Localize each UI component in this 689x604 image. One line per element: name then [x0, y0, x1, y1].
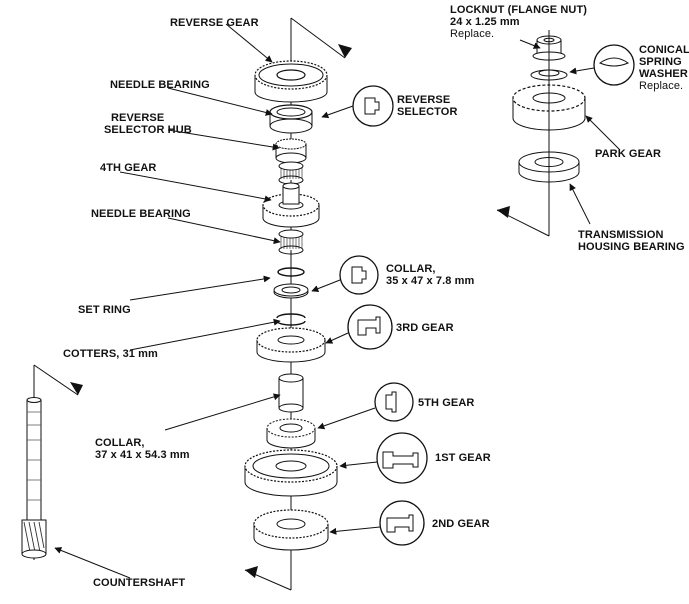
transmission-bearing-label-1: TRANSMISSION [578, 229, 664, 241]
third-gear-part [256, 327, 326, 363]
third-gear-detail-circle [347, 304, 393, 350]
right-axis-arrow-head [497, 206, 510, 218]
reverse-selector-part [269, 104, 313, 134]
countershaft-label: COUNTERSHAFT [93, 577, 186, 589]
reverse-selector-label-1: REVERSE [397, 94, 451, 106]
collar-long-part [278, 373, 304, 413]
reverse-gear-label: REVERSE GEAR [170, 17, 259, 29]
reverse-selector-hub-part [275, 138, 307, 164]
needle-bearing-top-label: NEEDLE BEARING [110, 79, 210, 91]
collar-long-label-1: COLLAR, [95, 437, 145, 449]
conical-washer-label-1: CONICAL [639, 44, 689, 56]
axis-arrow-top [290, 17, 346, 59]
leader-lines [54, 23, 621, 579]
countershaft-part [21, 364, 83, 560]
set-ring-label: SET RING [78, 304, 131, 316]
locknut-note: Replace. [450, 28, 495, 40]
second-gear-label: 2ND GEAR [432, 518, 490, 530]
collar-short-label-2: 35 x 47 x 7.8 mm [386, 275, 475, 287]
fifth-gear-label: 5TH GEAR [418, 397, 475, 409]
collar-short-part [273, 283, 309, 299]
first-gear-part [244, 449, 338, 497]
set-ring-part [277, 267, 305, 277]
needle-bearing-top-part [278, 161, 304, 185]
conical-washer-note: Replace. [639, 80, 684, 92]
collar-long-label-2: 37 x 41 x 54.3 mm [95, 449, 190, 461]
axis-arrow-bottom-head [245, 566, 258, 578]
fourth-gear-label: 4TH GEAR [100, 162, 157, 174]
reverse-selector-hub-label-2: SELECTOR HUB [104, 124, 192, 136]
fifth-gear-part [266, 418, 316, 449]
first-gear-label: 1ST GEAR [435, 452, 491, 464]
park-gear-label: PARK GEAR [595, 148, 662, 160]
conical-washer-detail-circle [593, 44, 635, 86]
fourth-gear-part [262, 182, 320, 228]
needle-bearing-mid-label: NEEDLE BEARING [91, 208, 191, 220]
first-gear-detail-circle [376, 432, 428, 484]
second-gear-part [253, 509, 329, 551]
collar-short-label-1: COLLAR, [386, 263, 436, 275]
second-gear-detail-circle [379, 500, 425, 546]
cotters-label: COTTERS, 31 mm [63, 348, 158, 360]
reverse-selector-hub-label-1: REVERSE [111, 112, 165, 124]
reverse-selector-label-2: SELECTOR [397, 106, 458, 118]
reverse-selector-detail-circle [352, 85, 394, 127]
needle-bearing-mid-part [278, 229, 304, 255]
conical-washer-label-2: SPRING [639, 56, 682, 68]
third-gear-label: 3RD GEAR [396, 322, 454, 334]
conical-washer-label-3: WASHER [639, 68, 688, 80]
collar-short-detail-circle [339, 255, 379, 295]
locknut-label-2: 24 x 1.25 mm [450, 16, 520, 28]
axis-arrow-top-head [338, 44, 352, 58]
locknut-label-1: LOCKNUT (FLANGE NUT) [450, 4, 588, 16]
reverse-gear-part [254, 60, 328, 103]
transmission-bearing-label-2: HOUSING BEARING [578, 241, 685, 253]
fifth-gear-detail-circle [374, 382, 414, 422]
